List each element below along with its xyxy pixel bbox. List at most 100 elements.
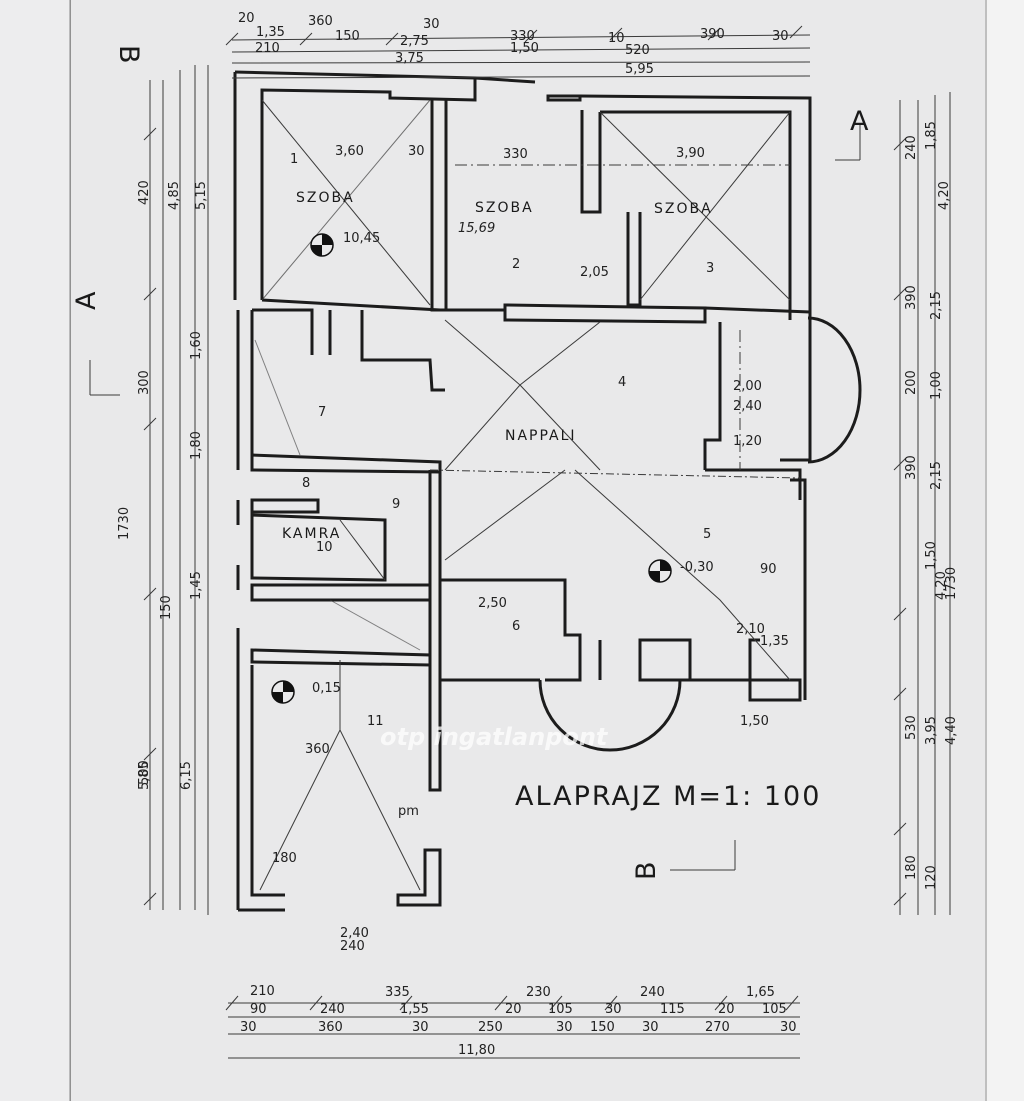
dimension-label: 240	[640, 985, 665, 1000]
dimension-label: 1,50	[740, 714, 769, 729]
dimension-label: 1,65	[746, 985, 775, 1000]
dimension-label: 500	[137, 760, 152, 785]
dimension-label: 30	[412, 1020, 429, 1035]
room-10-name: KAMRA	[282, 526, 341, 542]
dimension-label: 4,85	[167, 181, 182, 210]
dimension-label: 390	[904, 285, 919, 310]
dimension-chain-top-3: 3,755,95	[395, 51, 654, 77]
dimension-label: 30	[556, 1020, 573, 1035]
dimension-label: 2,05	[580, 265, 609, 280]
dimension-label: 335	[385, 985, 410, 1000]
dimension-label: 5,15	[194, 181, 209, 210]
dimension-label: 4,20	[937, 181, 952, 210]
room-11-note: 0,15	[312, 681, 341, 696]
dimension-label: 105	[762, 1002, 787, 1017]
dimension-label: 2,15	[929, 291, 944, 320]
dimension-label: 30	[240, 1020, 257, 1035]
section-mark-b-top: B	[113, 45, 144, 66]
dimension-label: 300	[137, 370, 152, 395]
dimension-label: 2,75	[400, 34, 429, 49]
dimension-label: 530	[904, 715, 919, 740]
dimension-label: 150	[159, 595, 174, 620]
dimension-chain-bottom-1: 210 335 230 240 1,65	[250, 984, 775, 1000]
dimension-label: 330	[510, 29, 535, 44]
dimension-label: 230	[526, 985, 551, 1000]
dimension-label: 270	[705, 1020, 730, 1035]
dimension-label: 30	[642, 1020, 659, 1035]
dimension-label: 30	[772, 29, 789, 44]
room-3-name: SZOBA	[654, 201, 713, 217]
room-3-number: 3	[706, 261, 714, 276]
room-11-number: 11	[367, 714, 384, 729]
room-4-name: NAPPALI	[505, 428, 577, 444]
dimension-label: 150	[590, 1020, 615, 1035]
dimension-label: 360	[308, 14, 333, 29]
dimension-label: 1,00	[929, 371, 944, 400]
dimension-label: 90	[760, 562, 777, 577]
dimension-label: 5,85	[137, 761, 152, 790]
dimension-label: 360	[318, 1020, 343, 1035]
thin-lines	[69, 0, 951, 1101]
dimension-label: 180	[904, 855, 919, 880]
room-7-number: 7	[318, 405, 326, 420]
paper-left-edge	[0, 0, 71, 1101]
dimension-label: 1,80	[189, 431, 204, 460]
dimension-label: 1,35	[256, 25, 285, 40]
dimension-label: 1,85	[924, 121, 939, 150]
wall-lines	[233, 70, 862, 912]
dimension-label: 6,15	[179, 761, 194, 790]
dimension-label: 390	[904, 455, 919, 480]
room-2-name: SZOBA	[475, 200, 534, 216]
dimension-label: 210	[255, 41, 280, 56]
dimension-bottom-total: 11,80	[458, 1043, 495, 1058]
dimension-label: 1730	[944, 567, 959, 600]
dimension-label: 1,60	[189, 331, 204, 360]
watermark: otp ingatlanpont	[380, 723, 609, 751]
room-5-note: -0,30	[680, 560, 714, 575]
dimension-label: 180	[272, 851, 297, 866]
dimension-label: 3,60	[335, 144, 364, 159]
dimension-label: 240	[340, 939, 365, 954]
dimension-label: 520	[625, 43, 650, 58]
dimension-label: 250	[478, 1020, 503, 1035]
section-mark-b-bottom: B	[631, 859, 662, 880]
room-1-name: SZOBA	[296, 190, 355, 206]
dimension-label: 210	[250, 984, 275, 999]
dimension-label: 115	[660, 1002, 685, 1017]
dimension-label: 360	[305, 742, 330, 757]
dimension-label: 240	[904, 135, 919, 160]
room-8-number: 8	[302, 476, 310, 491]
dimension-label: 150	[335, 29, 360, 44]
dimension-label: 4,40	[944, 716, 959, 745]
dimension-label: 200	[904, 370, 919, 395]
dimension-label: 4,20	[934, 571, 949, 600]
dimension-label: 20	[238, 11, 255, 26]
room-labels: 1 SZOBA 10,45 2 SZOBA 15,69 3 SZOBA 4 NA…	[282, 152, 714, 729]
section-mark-a-left: A	[71, 290, 102, 310]
dimension-label: 1,55	[400, 1002, 429, 1017]
dimension-label: 2,00	[733, 379, 762, 394]
dimension-label: 420	[137, 180, 152, 205]
dimension-label: 330	[503, 147, 528, 162]
dimension-label: 1,20	[733, 434, 762, 449]
dimension-label: 1730	[117, 507, 132, 540]
dimension-label: 90	[250, 1002, 267, 1017]
section-mark-a-right: A	[850, 106, 870, 137]
paper-right-edge	[985, 0, 1024, 1101]
dimension-label: 30	[605, 1002, 622, 1017]
dimension-label: pm	[398, 804, 419, 819]
dimension-label: 2,50	[478, 596, 507, 611]
room-2-note: 15,69	[458, 221, 495, 236]
dimension-label: 3,95	[924, 716, 939, 745]
dimension-label: 2,40	[733, 399, 762, 414]
room-1-note: 10,45	[343, 231, 380, 246]
room-5-number: 5	[703, 527, 711, 542]
dimension-label: 30	[780, 1020, 797, 1035]
dimension-label: 30	[423, 17, 440, 32]
